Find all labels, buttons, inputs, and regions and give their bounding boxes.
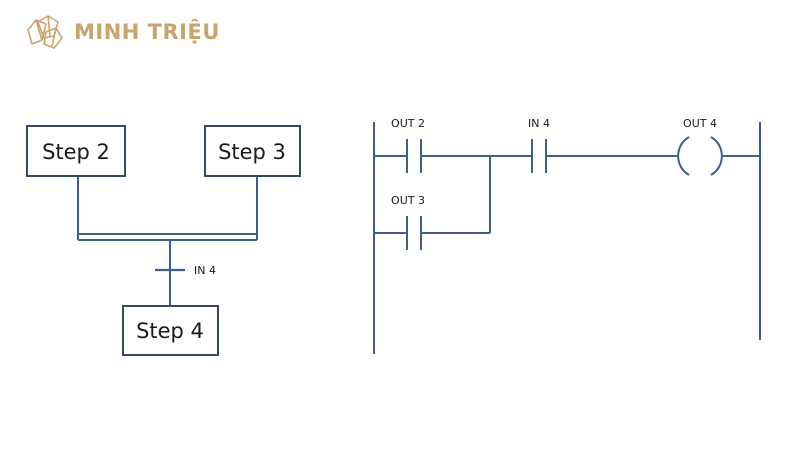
contact-in4-label: IN 4 xyxy=(528,117,550,130)
coil-out4-right-arc xyxy=(710,136,723,176)
step-2-label: Step 2 xyxy=(42,140,110,164)
transition-label: IN 4 xyxy=(194,264,216,277)
brand-logo: MINH TRIỆU xyxy=(24,14,220,50)
brand-name: MINH TRIỆU xyxy=(74,20,220,44)
coil-out4-left-arc xyxy=(677,136,690,176)
contact-out2-label: OUT 2 xyxy=(391,117,425,130)
step-3-label: Step 3 xyxy=(218,140,286,164)
step-4-box xyxy=(122,305,219,356)
step-3-box xyxy=(204,125,301,177)
step-4-label: Step 4 xyxy=(136,319,204,343)
step-2-box xyxy=(26,125,126,177)
coil-out4-label: OUT 4 xyxy=(683,117,717,130)
contact-out3-label: OUT 3 xyxy=(391,194,425,207)
crystal-gem-icon xyxy=(27,15,63,49)
